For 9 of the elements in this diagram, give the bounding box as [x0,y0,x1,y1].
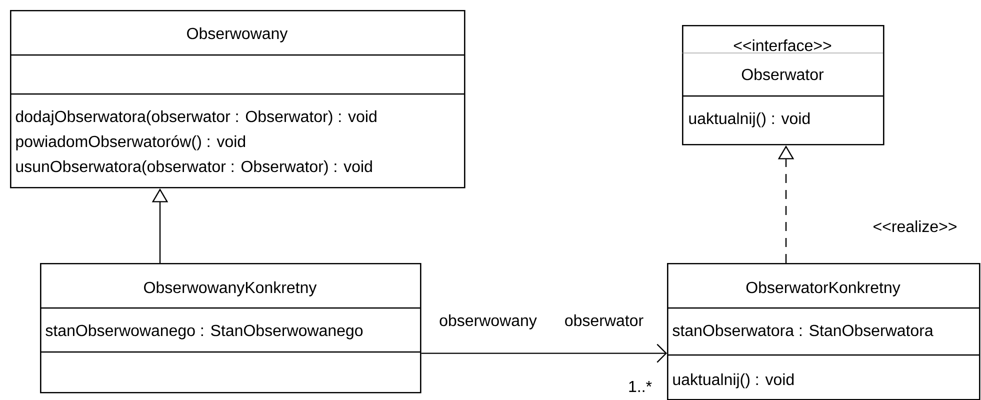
role-label: <<realize>> [874,220,956,232]
class-box: ObserwatorKonkretny stanObserwatora : StanObserwatora uaktualnij() : void [667,263,980,400]
role-label: obserwator [565,314,644,326]
class-box: Obserwowany dodajObserwatora(obserwator : Obserwator) : void powiadomObserwatorów() : void usunObserwatora(obserwator : Obserwator) : void [10,10,466,188]
class-box: ObserwowanyKonkretny stanObserwowanego : StanObserwowanego [40,263,422,394]
role-label: obserwowany [440,314,537,330]
role-label: 1..* [629,381,652,392]
association-arrow [421,344,667,363]
class-box: <<interface>> Obserwator uaktualnij() : void [682,25,884,146]
